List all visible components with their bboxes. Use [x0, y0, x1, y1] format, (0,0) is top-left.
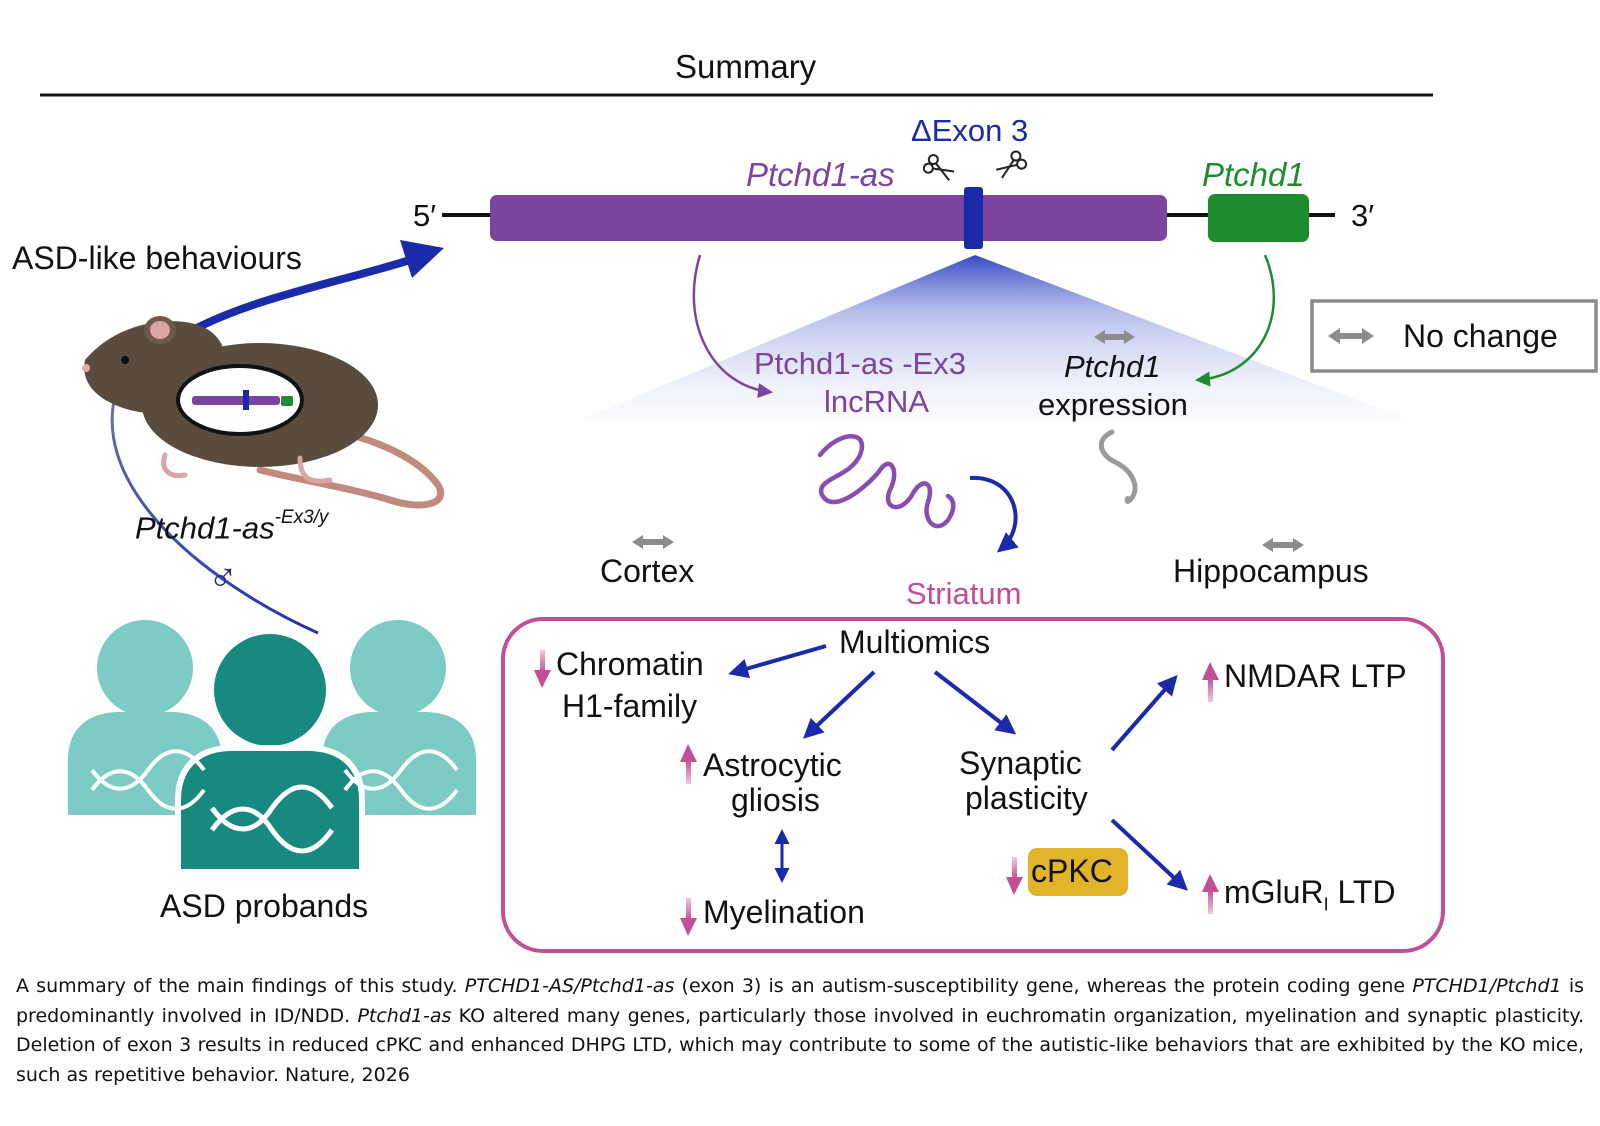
- cpkc-label: cPKC: [1031, 853, 1113, 889]
- page-title: Summary: [675, 48, 817, 85]
- chromatin-label: Chromatin: [556, 646, 704, 682]
- cpkc-badge: [1028, 848, 1128, 896]
- lncrna-arrow: [692, 254, 773, 399]
- down-arrow-icon: [1006, 857, 1023, 895]
- legend-label: No change: [1403, 318, 1558, 354]
- plasticity-label: plasticity: [965, 780, 1088, 816]
- myelination-label: Myelination: [703, 894, 865, 930]
- caption-part: KO altered many genes, particularly thos…: [16, 1004, 1585, 1086]
- bidirectional-arrow-icon: [1328, 328, 1374, 344]
- caption-gene-italic: Ptchd1-as: [357, 1004, 452, 1027]
- asd-probands-label: ASD probands: [160, 888, 369, 924]
- up-arrow-icon: [1202, 662, 1219, 702]
- multiomics-to-astrocytic-arrow: [803, 670, 876, 739]
- expression-arrow: [1195, 254, 1275, 387]
- exon3-marker: [964, 187, 983, 249]
- synaptic-to-nmdar-arrow: [1110, 674, 1178, 752]
- dna-helix-icon: [90, 749, 206, 811]
- antisense-gene-name: Ptchd1-as: [746, 156, 895, 193]
- mouse-genotype-label: Ptchd1-as-Ex3/y: [135, 508, 328, 546]
- lncrna-label-line1: Ptchd1-as -Ex3: [754, 346, 966, 381]
- multiomics-label: Multiomics: [839, 624, 991, 660]
- caption-gene-italic: PTCHD1/Ptchd1: [1412, 975, 1562, 997]
- behaviour-arrowhead: [400, 240, 444, 278]
- mouse-genotype-superscript: -Ex3/y: [274, 507, 329, 528]
- lncrna-squiggle: [817, 434, 956, 529]
- caption-part: A summary of the main findings of this s…: [16, 975, 465, 997]
- person-icon: [175, 628, 365, 875]
- mglur-ltd-label: mGluRI LTD: [1224, 876, 1396, 913]
- three-prime-label: 3′: [1351, 198, 1375, 233]
- figure-caption: A summary of the main findings of this s…: [16, 972, 1584, 1090]
- synaptic-to-mglur-arrow: [1110, 818, 1188, 891]
- hippocampus-label: Hippocampus: [1173, 553, 1369, 589]
- mglur-subscript: I: [1323, 894, 1329, 915]
- cortex-label: Cortex: [600, 553, 695, 589]
- caption-part: is predominantly involved in ID/NDD.: [16, 975, 1584, 1027]
- h1-family-label: H1-family: [562, 688, 698, 724]
- multiomics-to-chromatin-arrow: [728, 644, 827, 679]
- ptchd1-gene-bar: [1208, 194, 1309, 242]
- striatum-label: Striatum: [906, 576, 1022, 611]
- synaptic-label: Synaptic: [959, 745, 1082, 781]
- gliosis-label: gliosis: [731, 782, 820, 818]
- up-arrow-icon: [1202, 874, 1219, 914]
- caption-gene-italic: PTCHD1-AS/Ptchd1-as: [464, 975, 675, 997]
- mglur-text: mGluR: [1224, 874, 1324, 910]
- expression-label-line2: expression: [1038, 387, 1188, 422]
- ptchd1-as-gene-bar: [490, 195, 1167, 241]
- down-arrow-icon: [680, 898, 697, 936]
- striatum-pointer-arrow: [969, 475, 1019, 553]
- nmdar-ltp-label: NMDAR LTP: [1224, 658, 1407, 694]
- asd-behaviours-label: ASD-like behaviours: [12, 240, 302, 276]
- bidirectional-arrow-icon: [1262, 538, 1304, 552]
- down-arrow-icon: [534, 650, 551, 688]
- scissors-icon: [996, 150, 1028, 179]
- dna-helix-icon: [209, 784, 335, 854]
- summary-diagram: [40, 93, 1598, 953]
- mouse-genotype-name: Ptchd1-as: [135, 510, 275, 546]
- expression-squiggle: [1099, 429, 1138, 504]
- scissors-icon: [922, 154, 955, 181]
- mouse-illustration: [82, 316, 444, 509]
- person-icon: [68, 620, 222, 815]
- bidirectional-arrow-icon: [1094, 330, 1135, 344]
- lncrna-label-line2: lncRNA: [824, 384, 930, 419]
- caption-part: (exon 3) is an autism-susceptibility gen…: [674, 975, 1413, 997]
- male-symbol: ♂: [208, 556, 238, 600]
- ltd-text: LTD: [1328, 874, 1396, 910]
- astrocytic-label: Astrocytic: [703, 747, 842, 783]
- deletion-label: ΔExon 3: [911, 113, 1029, 148]
- bidirectional-arrow-icon: [632, 535, 674, 549]
- expression-label-line1: Ptchd1: [1064, 349, 1161, 384]
- expansion-cone: [580, 255, 1410, 420]
- five-prime-label: 5′: [413, 198, 437, 233]
- coding-gene-name: Ptchd1: [1202, 156, 1305, 193]
- dna-helix-icon: [343, 749, 459, 811]
- multiomics-to-synaptic-arrow: [933, 670, 1017, 735]
- up-arrow-icon: [680, 744, 697, 784]
